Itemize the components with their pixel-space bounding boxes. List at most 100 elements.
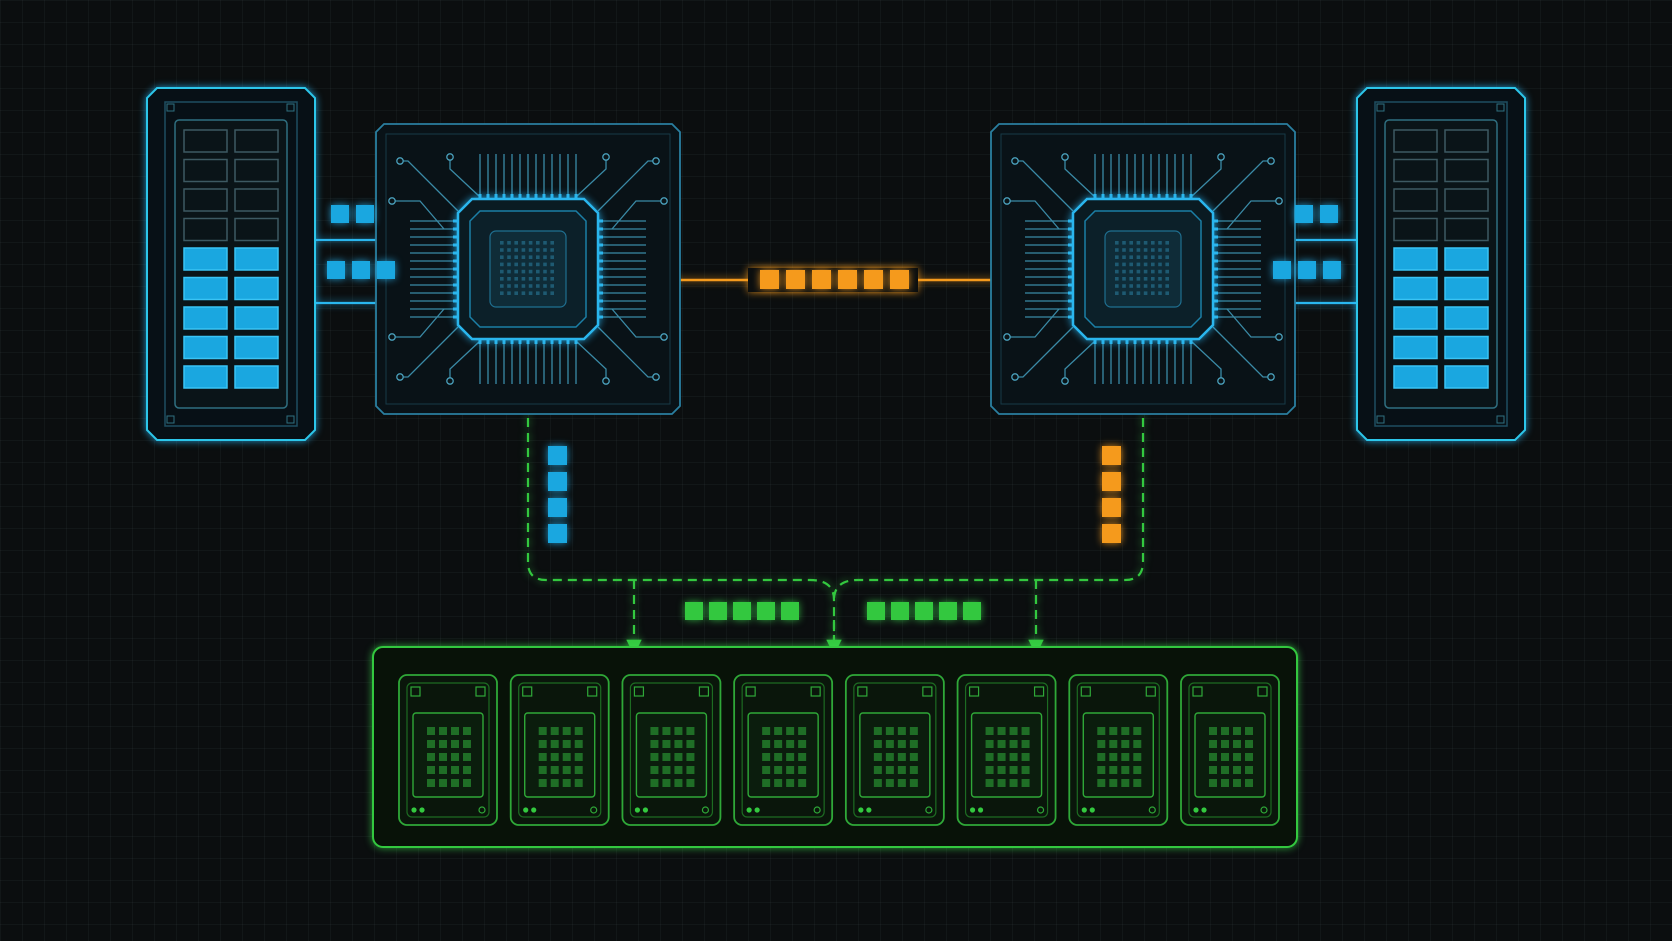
die-cell [1165,255,1169,259]
memory-cell-empty [234,158,279,183]
chip-pin [1213,251,1218,255]
chip-pin [598,307,603,311]
die-cell [1122,248,1126,252]
die-cell [507,241,511,245]
drive-corner-mark [587,686,598,697]
drive-cell [798,766,807,774]
drive-cell [451,766,459,774]
chip-pin [550,194,554,199]
drive-screw [813,806,821,814]
memory-cell-empty [1393,217,1438,242]
memory-packets-left-bottom-block [327,261,345,279]
drive-cell [1097,753,1106,761]
interconnect-packets-block [838,270,857,289]
die-cell [521,255,526,259]
drive-cell [439,766,447,774]
trace-bend [1226,308,1279,338]
die-cell [528,284,533,288]
die-cell [1115,269,1119,274]
memory-packets-right-bottom-block [1323,261,1341,279]
die-cell [550,262,554,267]
die-cell [1158,277,1162,281]
die-cell [536,241,540,245]
die-cell [1158,284,1162,288]
die-cell [500,269,504,274]
drive-cell [798,727,807,735]
drive-cell [562,766,571,774]
trace-pad [1217,377,1225,385]
trace-pad [446,377,454,385]
chip-pin [598,275,603,279]
chip-pin [574,194,578,199]
chip-pin [1213,275,1218,279]
drive-cell [562,727,571,735]
drive-cell [897,766,906,774]
chip-pin [486,339,490,344]
memory-packets-right-top-block [1320,205,1338,223]
die-cell [1165,262,1169,267]
chip-pin [1068,251,1073,255]
drive-cell [1009,779,1018,787]
die-cell [500,248,504,252]
storage-array [372,646,1298,848]
chip-pin [598,251,603,255]
die-cell [1158,255,1162,259]
chip-pin [1068,291,1073,295]
drive-cell [1109,766,1118,774]
chip-pin [1133,194,1137,199]
drive-cell [463,753,471,761]
die-cell [1151,291,1155,295]
die-cell [1151,269,1155,274]
chip-pin [566,194,570,199]
drive-cell [538,779,547,787]
die-cell [1136,284,1141,288]
die-cell [1151,255,1155,259]
memory-cell-empty [1393,129,1438,153]
chip-pin [1213,259,1218,263]
drive-cell [1133,753,1142,761]
drive-cell [774,766,783,774]
die-cell [1115,277,1119,281]
chip-pin [1149,194,1153,199]
memory-cell-empty [183,188,228,212]
die-cell [514,241,518,245]
drive-cell [786,779,795,787]
memory-cell-active [1393,306,1438,330]
chip-pin [453,291,458,295]
drive-led [642,807,649,813]
memory-module-right [1356,87,1526,441]
drive-cell [1245,727,1253,735]
drive-cell [762,766,771,774]
drive-cell [1021,779,1030,787]
die-cell [507,255,511,259]
drive-cell [1009,766,1018,774]
drive-cell [909,753,918,761]
drive-cell [885,740,894,748]
drive-cell [1097,766,1106,774]
drive-corner-mark [1033,686,1045,697]
drive-corner-mark [857,686,868,697]
die-cell [514,269,518,274]
die-cell [1143,291,1148,295]
die-cell [1143,241,1148,245]
die-cell [1115,262,1119,267]
trace-bend [575,157,607,198]
memory-inner-frame [1374,101,1508,427]
drive-cell [1245,740,1253,748]
chip-pin [1157,339,1161,344]
memory-cell-empty [1393,158,1438,183]
drive-panel [859,712,931,798]
drive-cell [574,779,583,787]
trace-bend [611,200,664,230]
memory-cell-active [1393,335,1438,360]
memory-cell-empty [234,129,279,153]
chip-pin [526,339,530,344]
downlink-packets-left-block [548,446,567,465]
die-cell [1143,284,1148,288]
drive-cell [1121,766,1130,774]
drive-panel [1082,712,1154,798]
drive-cell [985,766,994,774]
chip-pin [598,283,603,287]
memory-packets-left-bottom-block [352,261,370,279]
memory-packets-right-top-block [1295,205,1313,223]
